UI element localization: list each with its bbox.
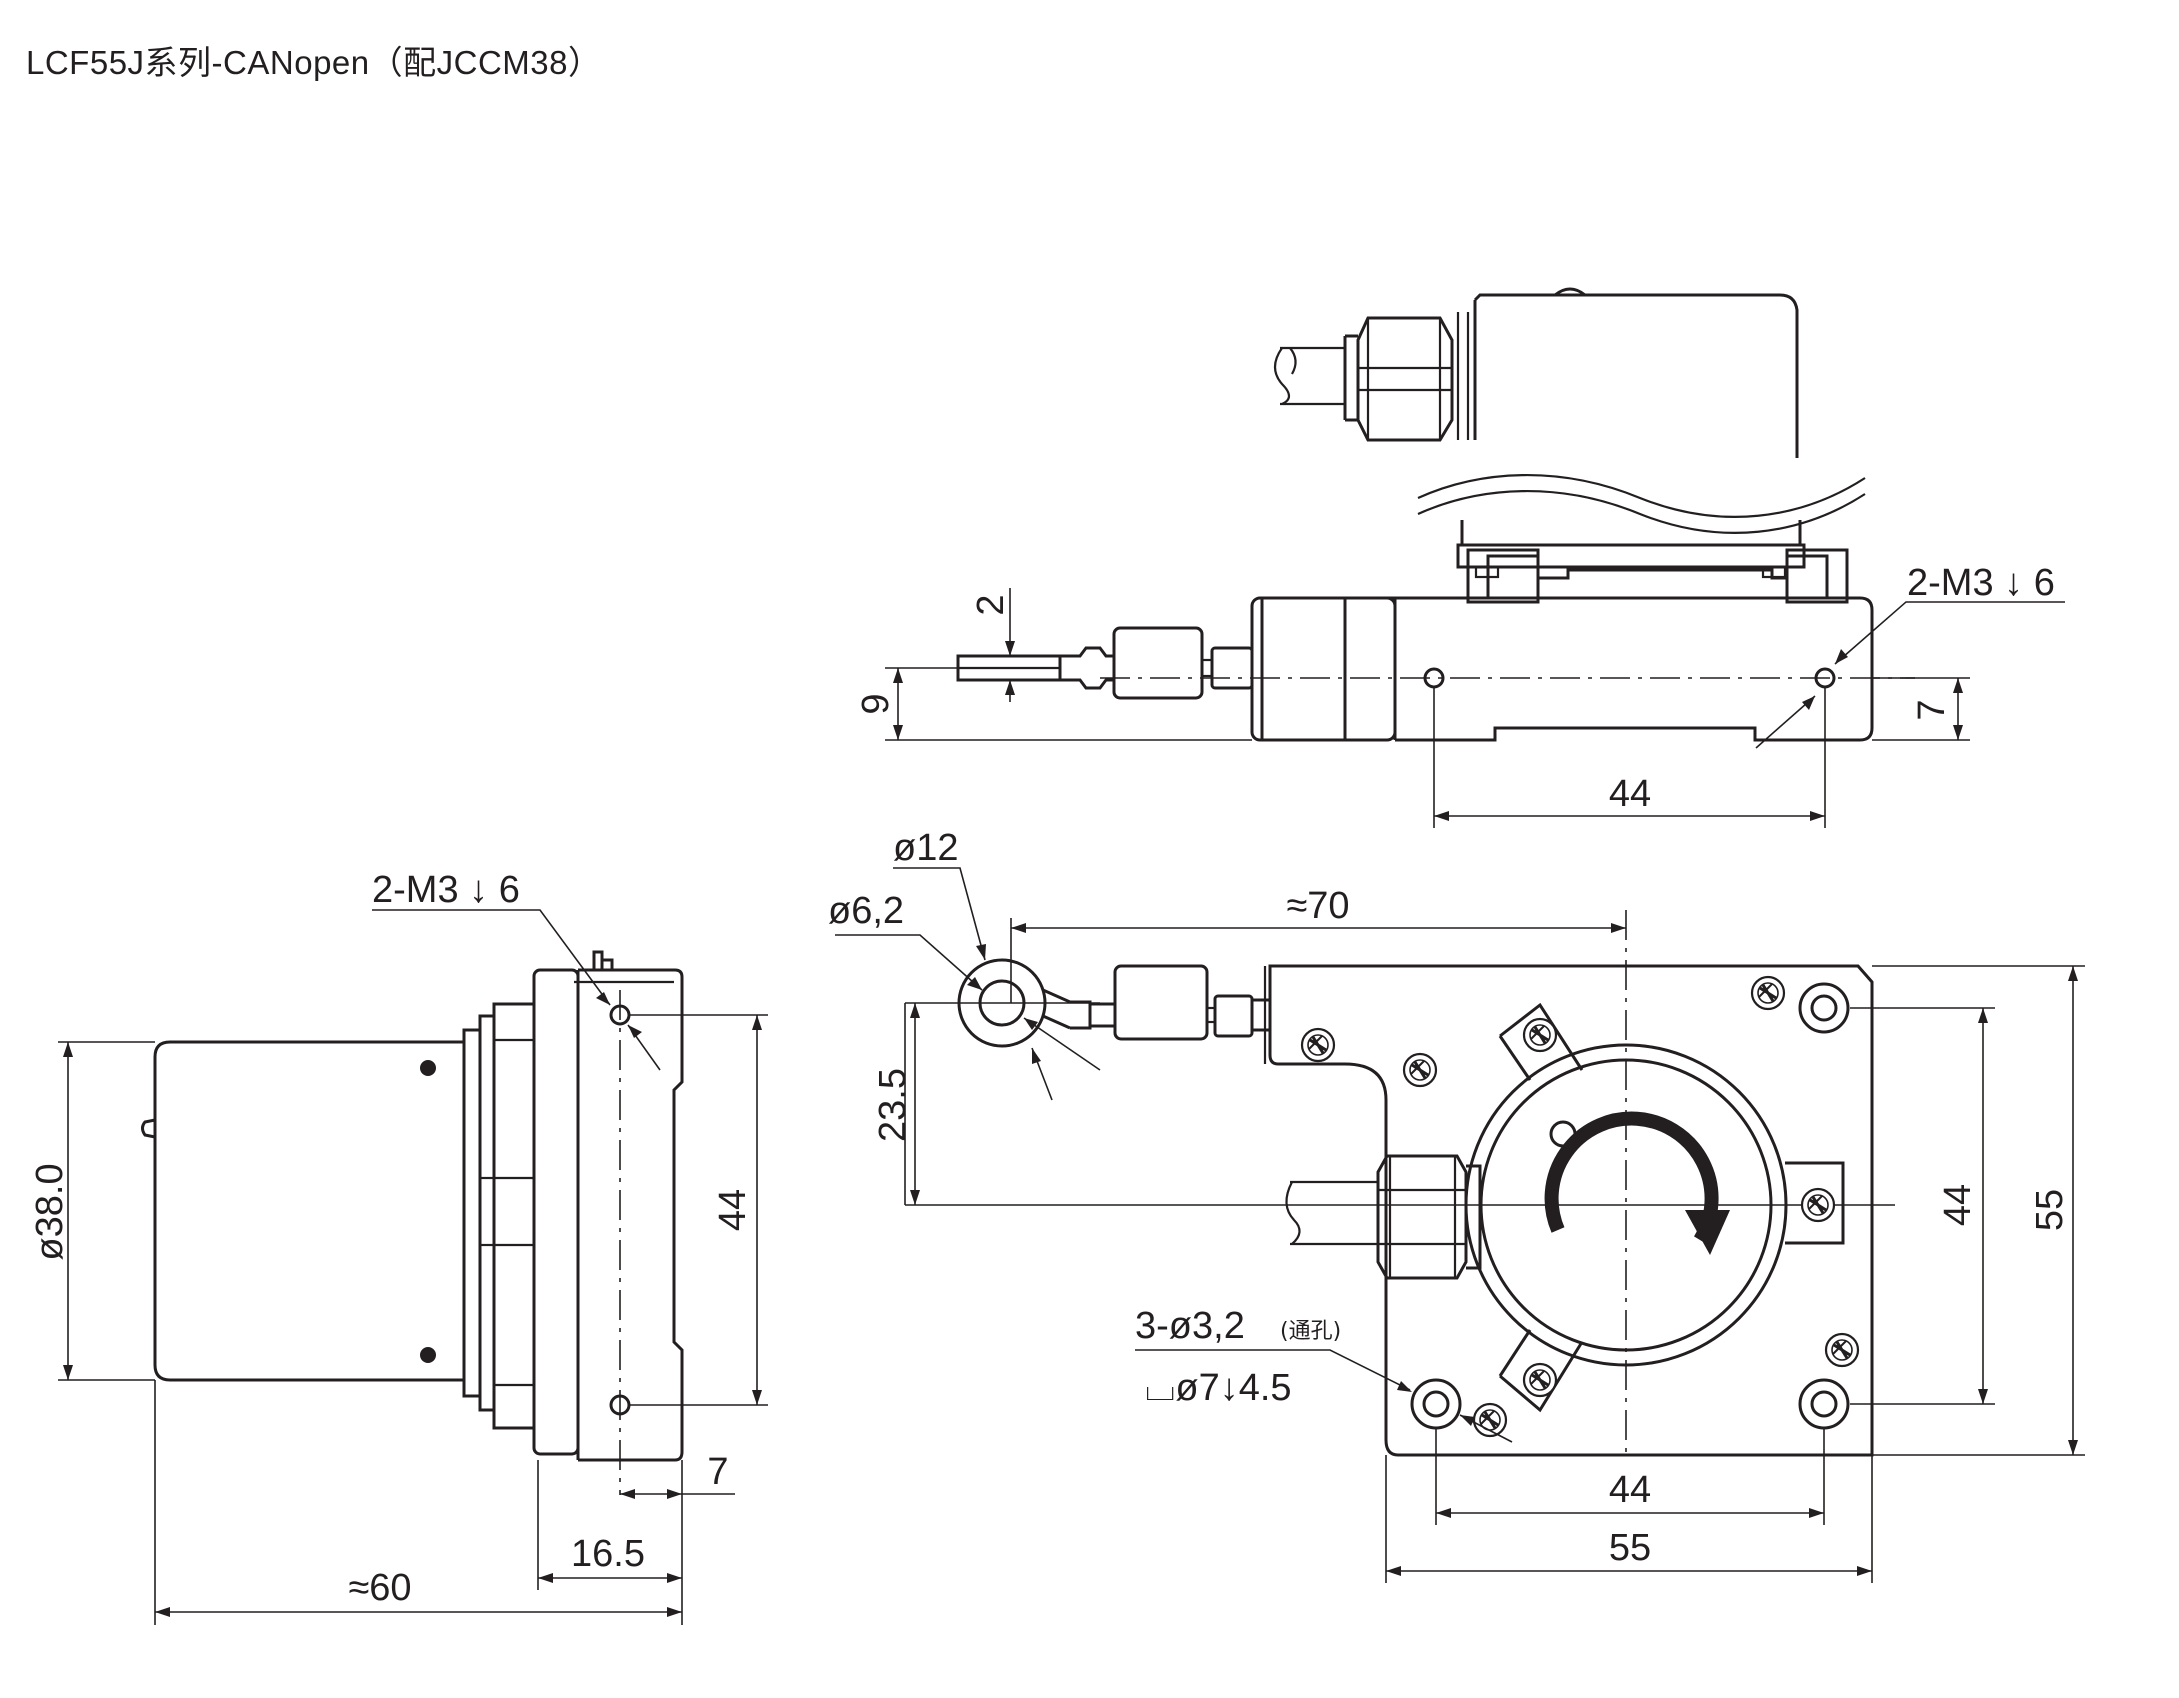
rotation-arrow [1544, 1111, 1719, 1244]
drum-body-right [1387, 596, 1874, 742]
label-2-m3-side: 2-M3 ↓ 6 [372, 869, 520, 911]
dim-44-front-v: 44 [1937, 1184, 1979, 1226]
dim-23-5: 23.5 [872, 1068, 914, 1142]
base-plate [1268, 964, 1874, 1457]
encoder-housing-top [1473, 293, 1799, 458]
dim-9: 9 [855, 693, 897, 714]
drawing-title: LCF55J系列-CANopen（配JCCM38） [26, 44, 602, 81]
front-view: ø12 ø6,2 ≈70 23.5 [828, 827, 2085, 1583]
wire-sleeve [1112, 626, 1204, 700]
encoder-cylinder [153, 1040, 466, 1382]
label-counterbore: ⌴ø7↓4.5 [1145, 1367, 1292, 1409]
label-holes-note: (通孔) [1280, 1319, 1341, 1344]
dim-16-5: 16.5 [571, 1533, 645, 1575]
label-2-m3-top: 2-M3 ↓ 6 [1907, 562, 2055, 604]
dim-55-front-h: 55 [1609, 1527, 1651, 1569]
dim-7-right: 7 [1911, 699, 1953, 720]
drum-body-left [1250, 596, 1397, 742]
side-drum-body [578, 968, 684, 1462]
cable-gland-top [1356, 316, 1454, 442]
dim-60: ≈60 [348, 1567, 411, 1609]
dim-70: ≈70 [1286, 885, 1349, 927]
label-holes: 3-ø3,2 [1135, 1305, 1245, 1347]
dim-55-front-v: 55 [2029, 1189, 2071, 1231]
dim-7-side: 7 [707, 1451, 728, 1493]
dim-dia-6-2: ø6,2 [828, 890, 904, 932]
dim-44-side: 44 [712, 1189, 754, 1231]
top-view: 2 9 7 2-M3 ↓ 6 44 [855, 287, 2065, 828]
dim-2: 2 [970, 594, 1012, 615]
cable-gland-front [1376, 1154, 1468, 1280]
wire-sleeve-front [1113, 964, 1209, 1041]
side-view: 2-M3 ↓ 6 ø38.0 44 7 16.5 ≈60 [29, 869, 768, 1625]
dim-dia-38: ø38.0 [29, 1163, 71, 1260]
dim-dia-12: ø12 [893, 827, 958, 869]
dim-44-top: 44 [1609, 773, 1651, 815]
dim-44-front-h: 44 [1609, 1469, 1651, 1511]
